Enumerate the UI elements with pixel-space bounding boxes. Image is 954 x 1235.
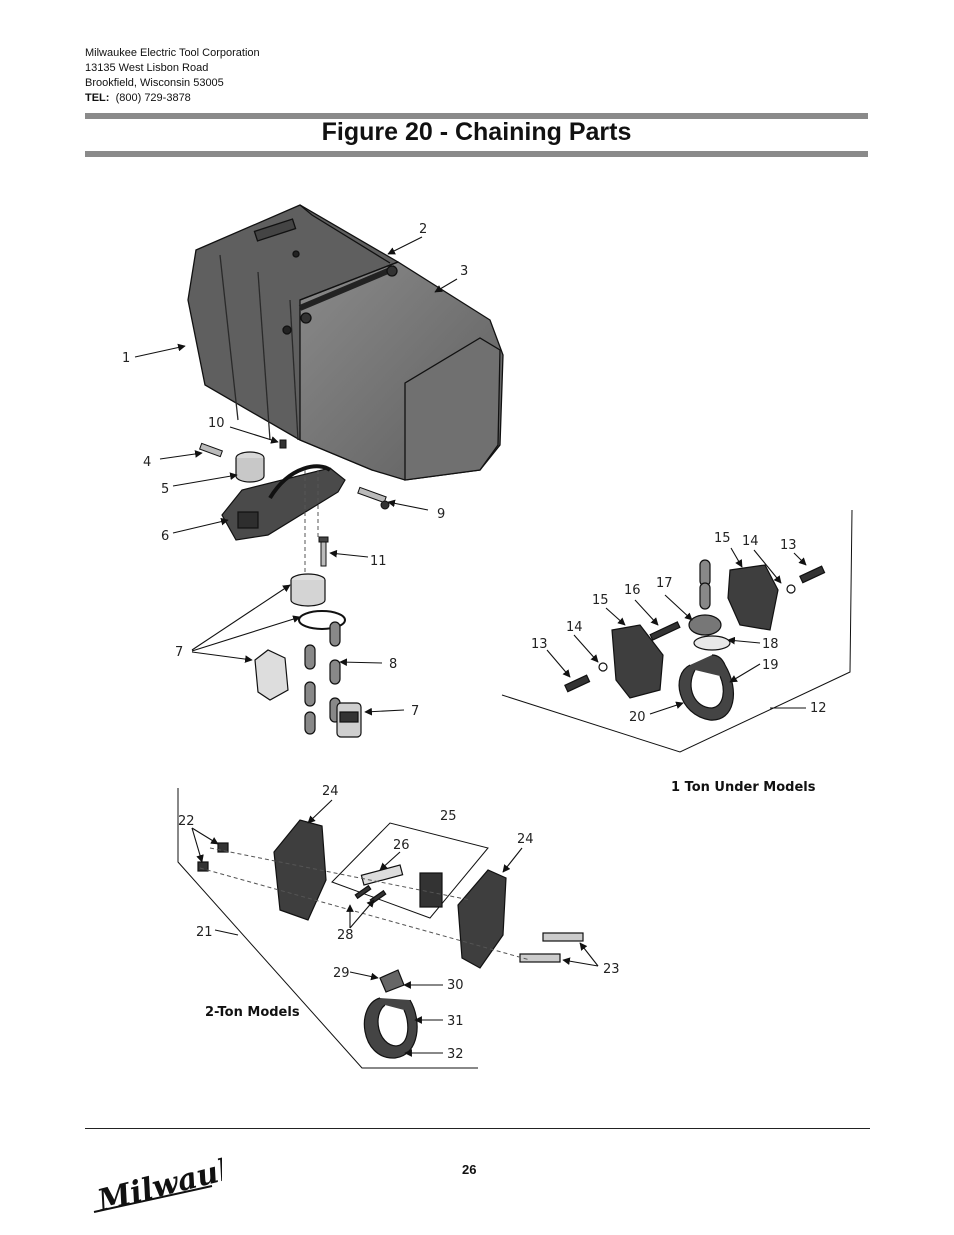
cap-part-5 [235, 451, 265, 483]
callout-16: 16 [624, 583, 641, 598]
callout-3: 3 [460, 264, 468, 279]
callout-14b: 14 [742, 534, 759, 549]
callout-22: 22 [178, 814, 195, 829]
callout-11: 11 [370, 554, 387, 569]
company-phone: TEL: (800) 729-3878 [85, 91, 260, 106]
milwaukee-logo: Milwaukee [93, 1141, 222, 1219]
callout-31: 31 [447, 1014, 464, 1029]
callout-32: 32 [447, 1047, 464, 1062]
figure-title: Figure 20 - Chaining Parts [321, 118, 632, 146]
callout-leaders [134, 236, 807, 1057]
callout-21: 21 [196, 925, 213, 940]
callout-14a: 14 [566, 620, 583, 635]
footer-rule [85, 1128, 870, 1129]
callout-25: 25 [440, 809, 457, 824]
pin-part-9 [357, 486, 390, 510]
callout-30: 30 [447, 978, 464, 993]
callout-1: 1 [122, 351, 130, 366]
callout-10: 10 [208, 416, 225, 431]
callout-6: 6 [161, 529, 169, 544]
callout-23: 23 [603, 962, 620, 977]
company-name: Milwaukee Electric Tool Corporation [85, 47, 260, 59]
callout-20: 20 [629, 710, 646, 725]
callout-2: 2 [419, 222, 427, 237]
callout-8: 8 [389, 657, 397, 672]
company-city: Brookfield, Wisconsin 53005 [85, 77, 224, 89]
callout-26: 26 [393, 838, 410, 853]
title-rule-bottom [85, 151, 868, 157]
company-address-block: Milwaukee Electric Tool Corporation 1313… [85, 46, 260, 106]
page-number: 26 [462, 1162, 477, 1177]
callout-4: 4 [143, 455, 151, 470]
callout-28: 28 [337, 928, 354, 943]
callout-24a: 24 [322, 784, 339, 799]
callout-9: 9 [437, 507, 445, 522]
callout-24b: 24 [517, 832, 534, 847]
callout-15a: 15 [592, 593, 609, 608]
load-chain-part-8 [304, 621, 341, 735]
callout-13a: 13 [531, 637, 548, 652]
callout-5: 5 [161, 482, 169, 497]
title-rule-top [85, 113, 868, 119]
one-ton-models-label: 1 Ton Under Models [671, 780, 816, 795]
callout-12: 12 [810, 701, 827, 716]
callout-18: 18 [762, 637, 779, 652]
callout-19: 19 [762, 658, 779, 673]
one-ton-frame [501, 509, 853, 753]
clip-part-10 [279, 439, 287, 449]
trolley-bracket-part [221, 464, 346, 541]
logo-underline-icon [93, 1185, 213, 1213]
callout-7b: 7 [411, 704, 419, 719]
two-ton-hook-block [197, 819, 584, 1059]
company-street: 13135 West Lisbon Road [85, 62, 209, 74]
two-ton-models-label: 2-Ton Models [205, 1005, 300, 1020]
two-ton-frame [177, 788, 489, 1069]
callout-7a: 7 [175, 645, 183, 660]
chain-stop-part-7 [336, 702, 362, 738]
callout-13b: 13 [780, 538, 797, 553]
bushing-part-7 [254, 573, 346, 701]
tel-label: TEL: [85, 92, 110, 104]
callout-29: 29 [333, 966, 350, 981]
tel-value: (800) 729-3878 [115, 92, 191, 104]
callout-15b: 15 [714, 531, 731, 546]
bolt-part-11 [318, 536, 329, 567]
hoist-body-part [187, 204, 504, 481]
one-ton-hook-block [564, 559, 826, 721]
pin-part-4 [198, 442, 224, 458]
callout-17: 17 [656, 576, 673, 591]
